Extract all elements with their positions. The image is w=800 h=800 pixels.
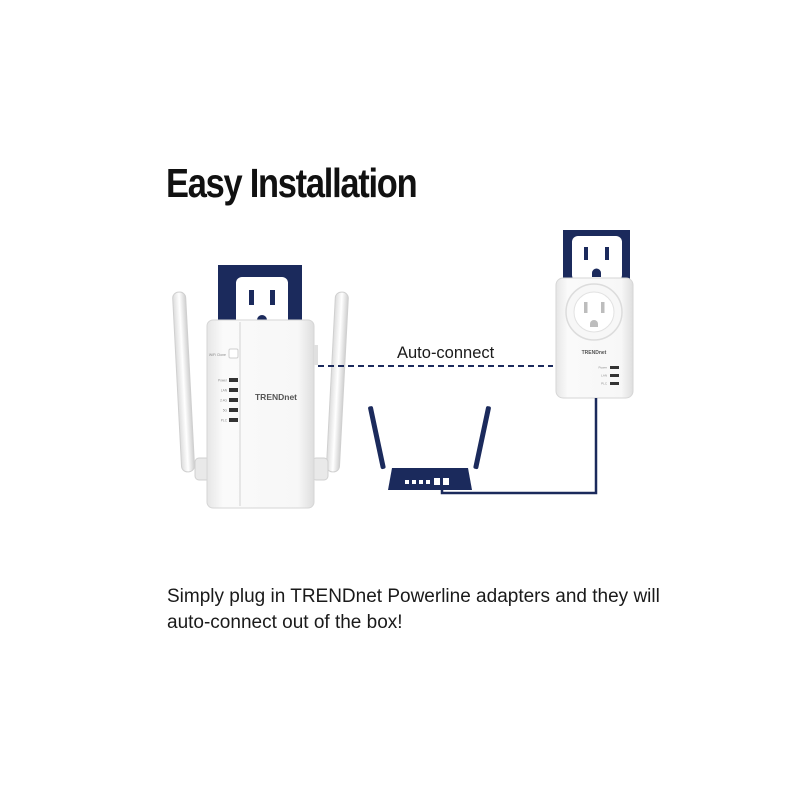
- led-power-icon: [610, 366, 619, 369]
- led-5g-icon: [229, 408, 238, 412]
- led-plc-icon: [229, 418, 238, 422]
- caption-line: auto-connect out of the box!: [167, 612, 403, 633]
- led-label: PLC: [601, 382, 608, 386]
- adapter-brand-logo: TRENDnet: [582, 350, 607, 356]
- caption: Simply plug in TRENDnet Powerline adapte…: [167, 584, 687, 636]
- page-title: Easy Installation: [166, 160, 418, 206]
- adapter-led-indicators: Power LAN PLC: [598, 366, 619, 386]
- router-icon: [368, 406, 491, 490]
- wifi-clone-button-icon: [228, 348, 239, 359]
- led-label: 2.4G: [220, 399, 227, 403]
- led-label: LAN: [601, 374, 607, 378]
- led-lan-icon: [610, 374, 619, 377]
- led-label: Power: [598, 366, 607, 370]
- led-lan-icon: [229, 388, 238, 392]
- antenna-left: [172, 291, 212, 481]
- auto-connect-label: Auto-connect: [397, 344, 495, 362]
- led-label: PLC: [221, 419, 228, 423]
- powerline-extender: WiFi Clone Power LAN 2.4G 5G PLC TRENDne…: [206, 319, 318, 509]
- extender-led-indicators: Power LAN 2.4G 5G PLC: [218, 378, 238, 423]
- led-24g-icon: [229, 398, 238, 402]
- led-plc-icon: [610, 382, 619, 385]
- led-power-icon: [229, 378, 238, 382]
- caption-line: Simply plug in TRENDnet Powerline adapte…: [167, 586, 660, 607]
- wifi-clone-label: WiFi Clone: [209, 353, 226, 357]
- led-label: 5G: [223, 409, 228, 413]
- led-label: Power: [218, 379, 228, 383]
- powerline-adapter: TRENDnet Power LAN PLC: [555, 277, 634, 399]
- led-label: LAN: [221, 389, 228, 393]
- extender-brand-logo: TRENDnet: [255, 392, 297, 402]
- antenna-right: [311, 291, 349, 481]
